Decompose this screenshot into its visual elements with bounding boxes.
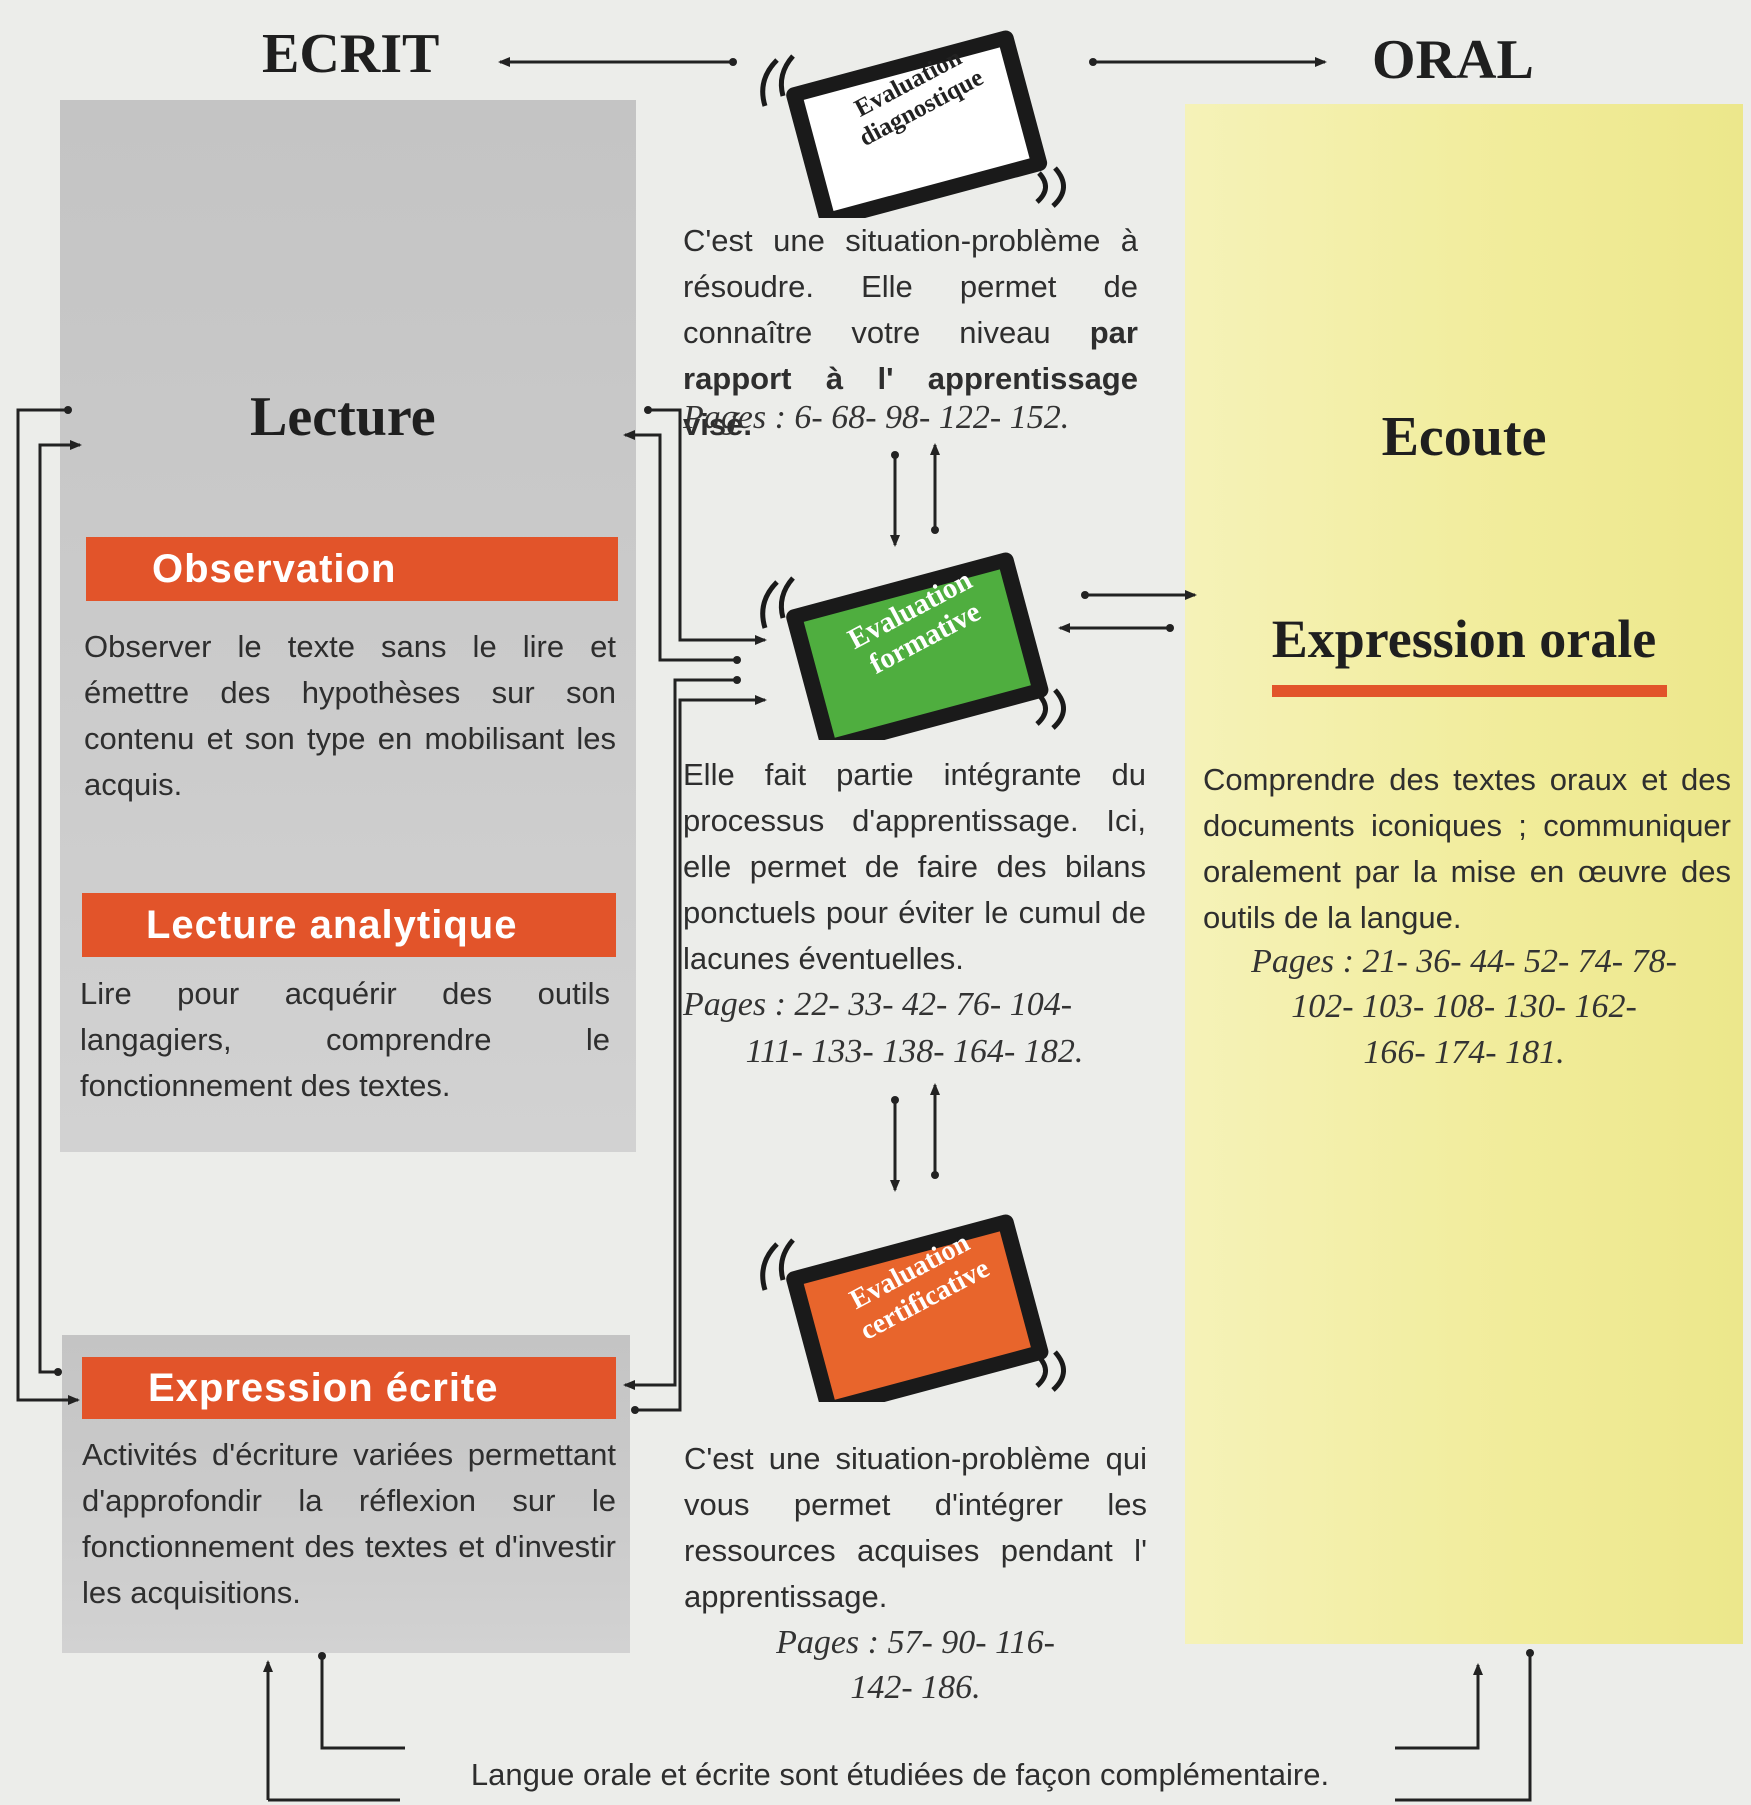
lecture-analytique-text: Lire pour acquérir des outils langagiers…: [80, 976, 610, 1103]
lecture-analytique-label: Lecture analytique: [82, 893, 616, 957]
oral-pages-1: Pages : 21- 36- 44- 52- 74- 78-: [1251, 943, 1677, 980]
oral-pages-2: 102- 103- 108- 130- 162-: [1291, 988, 1637, 1025]
expression-orale-title: Expression orale: [1271, 609, 1657, 669]
ecrit-heading: ECRIT: [262, 23, 440, 85]
formative-pages-1: Pages : 22- 33- 42- 76- 104-: [683, 986, 1073, 1023]
certificative-pages-1: Pages : 57- 90- 116-: [776, 1624, 1055, 1661]
oral-panel: [1185, 104, 1743, 1644]
diagnostique-pages: Pages : 6- 68- 98- 122- 152.: [683, 399, 1070, 436]
badge-formative: Evaluation formative: [735, 530, 1095, 755]
diagnostique-text: C'est une situation-problème à résoudre.…: [683, 218, 1138, 448]
ecoute-title: Ecoute: [1381, 406, 1547, 468]
certificative-pages-2: 142- 186.: [850, 1669, 981, 1706]
lecture-title: Lecture: [250, 386, 436, 448]
footer-note: Langue orale et écrite sont étudiées de …: [470, 1757, 1330, 1792]
certificative-text: C'est une situation-problème qui vous pe…: [684, 1441, 1147, 1614]
formative-pages-2: 111- 133- 138- 164- 182.: [745, 1033, 1084, 1070]
expression-orale-underline: [1272, 685, 1667, 697]
expression-ecrite-text: Activités d'écriture variées permettant …: [82, 1437, 616, 1610]
formative-text: Elle fait partie intégrante du processus…: [683, 757, 1146, 976]
ecrit-upper-panel: [60, 100, 636, 1152]
expression-orale-text: Comprendre des textes oraux et des docum…: [1203, 762, 1731, 935]
badge-certificative: Evaluation certificative: [735, 1192, 1095, 1417]
expression-ecrite-label: Expression écrite: [82, 1357, 616, 1419]
diagnostique-text-bold: par rapport à l' apprentissage visé.: [683, 315, 1138, 442]
diagnostique-text-plain: C'est une situation-problème à résoudre.…: [683, 223, 1138, 350]
badge-diagnostique: Evaluation diagnostique: [735, 8, 1095, 228]
oral-heading: ORAL: [1372, 29, 1534, 91]
observation-label: Observation: [86, 537, 618, 601]
oral-pages-3: 166- 174- 181.: [1363, 1034, 1565, 1071]
observation-text: Observer le texte sans le lire et émettr…: [84, 629, 616, 802]
